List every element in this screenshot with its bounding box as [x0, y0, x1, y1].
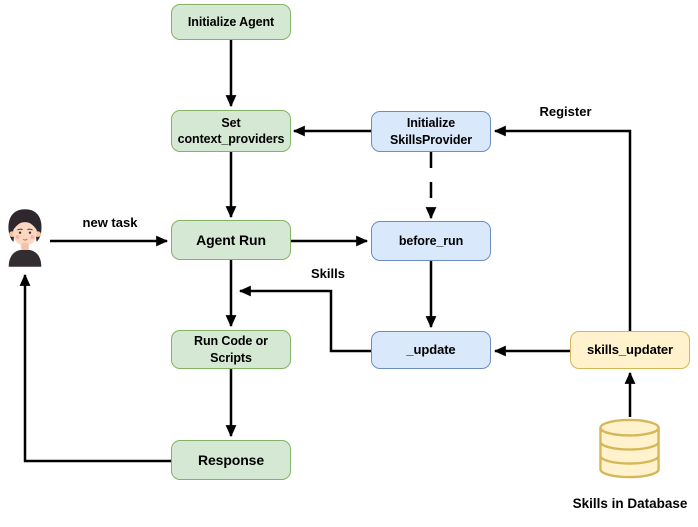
user-avatar-icon: [2, 207, 48, 272]
edge-label-skills: Skills: [311, 266, 345, 281]
edge-update-skills-to-agent-run: [238, 285, 371, 353]
node-skills-updater: skills_updater: [570, 331, 690, 369]
node-before-run: before_run: [371, 221, 491, 261]
node-response: Response: [171, 440, 291, 480]
edge-label-register: Register: [539, 104, 592, 119]
node-run-code-or-scripts: Run Code or Scripts: [171, 330, 291, 369]
database-icon: [598, 418, 661, 485]
edge-register-skills-updater-to-skillsprovider: [493, 125, 632, 331]
node-update: _update: [371, 331, 491, 369]
node-set-context-providers: Set context_providers: [171, 110, 291, 152]
node-initialize-agent: Initialize Agent: [171, 4, 291, 40]
caption-skills-in-database: Skills in Database: [572, 496, 688, 511]
node-initialize-skillsprovider: Initialize SkillsProvider: [371, 111, 491, 152]
edge-label-new-task: new task: [82, 215, 138, 230]
edge-response-to-user: [19, 273, 171, 463]
node-agent-run: Agent Run: [171, 220, 291, 260]
